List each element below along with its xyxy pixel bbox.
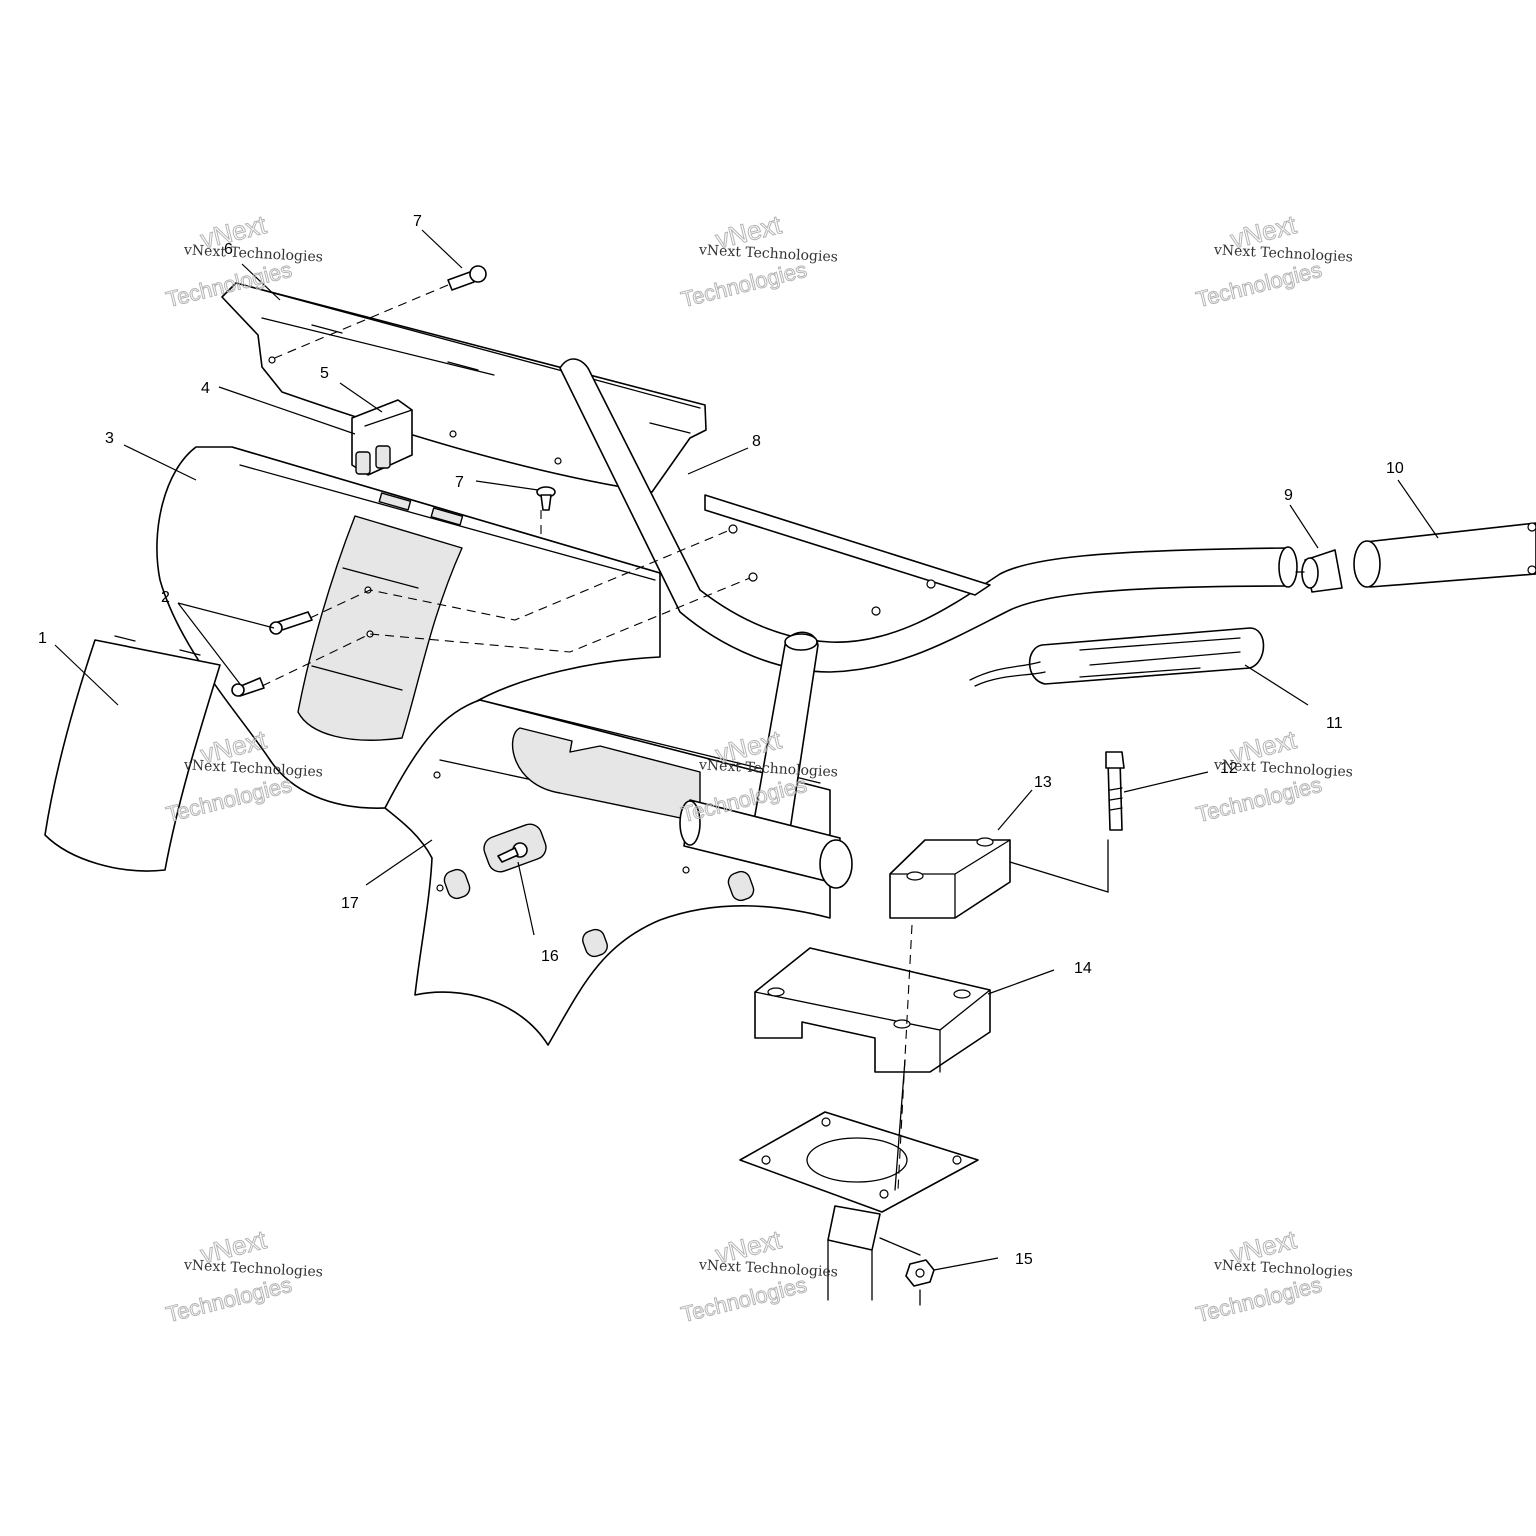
watermark-top-center: vNext vNext Technologies Technologies <box>678 209 839 313</box>
fastener <box>483 823 547 873</box>
callout-17: 17 <box>341 895 359 912</box>
steering-post <box>679 631 853 889</box>
watermark-brand-bottom: Technologies <box>1194 1272 1325 1327</box>
front-panel <box>156 446 661 809</box>
watermark-line: vNext Technologies <box>698 1257 839 1280</box>
callout-13: 13 <box>1034 774 1052 791</box>
watermark-line: vNext Technologies <box>183 242 324 265</box>
watermark-bottom-left: vNext vNext Technologies Technologies <box>163 1224 324 1328</box>
callout-2: 2 <box>161 589 170 606</box>
upper-clamp <box>889 837 1011 919</box>
clamp-bolt <box>1105 751 1125 831</box>
watermark-brand-bottom: Technologies <box>679 1272 810 1327</box>
watermark-line: vNext Technologies <box>1213 1257 1354 1280</box>
callout-3: 3 <box>105 430 114 447</box>
heated-grip <box>969 627 1265 687</box>
watermark-line: vNext Technologies <box>698 242 839 265</box>
upper-cover-plate <box>221 282 707 493</box>
switch <box>351 399 413 476</box>
watermark-bottom-center: vNext vNext Technologies Technologies <box>678 1224 839 1328</box>
callout-16: 16 <box>541 948 559 965</box>
steering-plate <box>739 1111 979 1301</box>
callout-8: 8 <box>752 433 761 450</box>
callout-1: 1 <box>38 630 47 647</box>
grip-tube <box>1353 522 1536 588</box>
leader-lines <box>54 229 1439 1271</box>
assembly-lines <box>261 284 1305 1306</box>
rivet-middle <box>536 486 556 511</box>
watermark-brand-bottom: Technologies <box>1194 772 1325 827</box>
watermark-line: vNext Technologies <box>183 757 324 780</box>
callout-6: 6 <box>224 241 233 258</box>
lower-clamp <box>754 947 991 1073</box>
callout-9: 9 <box>1284 487 1293 504</box>
callout-5: 5 <box>320 365 329 382</box>
callout-7-top: 7 <box>413 213 422 230</box>
handlebar <box>559 358 1298 673</box>
callout-14: 14 <box>1074 960 1092 977</box>
callout-15: 15 <box>1015 1251 1033 1268</box>
switch-cover <box>44 635 221 872</box>
watermark-brand-bottom: Technologies <box>164 1272 295 1327</box>
lock-nut <box>905 1259 935 1287</box>
watermark-line: vNext Technologies <box>698 757 839 780</box>
watermark-brand-bottom: Technologies <box>1194 257 1325 312</box>
watermark-brand-bottom: Technologies <box>679 257 810 312</box>
callout-7-middle: 7 <box>455 474 464 491</box>
bar-bushing <box>1301 549 1343 593</box>
callout-10: 10 <box>1386 460 1404 477</box>
watermark-middle-right: vNext vNext Technologies Technologies <box>1193 724 1354 828</box>
panel-screws <box>231 611 313 697</box>
callout-numbers: 1 2 3 4 5 6 7 7 8 9 10 11 12 13 14 15 16… <box>38 213 1404 1268</box>
watermark-line: vNext Technologies <box>1213 242 1354 265</box>
watermark-line: vNext Technologies <box>183 1257 324 1280</box>
rivet-top <box>447 265 487 291</box>
watermark-line: vNext Technologies <box>1213 757 1354 780</box>
callout-4: 4 <box>201 380 210 397</box>
callout-12: 12 <box>1220 760 1238 777</box>
callout-11: 11 <box>1326 715 1343 732</box>
watermark-top-right: vNext vNext Technologies Technologies <box>1193 209 1354 313</box>
watermark-bottom-right: vNext vNext Technologies Technologies <box>1193 1224 1354 1328</box>
lower-panel <box>384 699 831 1046</box>
